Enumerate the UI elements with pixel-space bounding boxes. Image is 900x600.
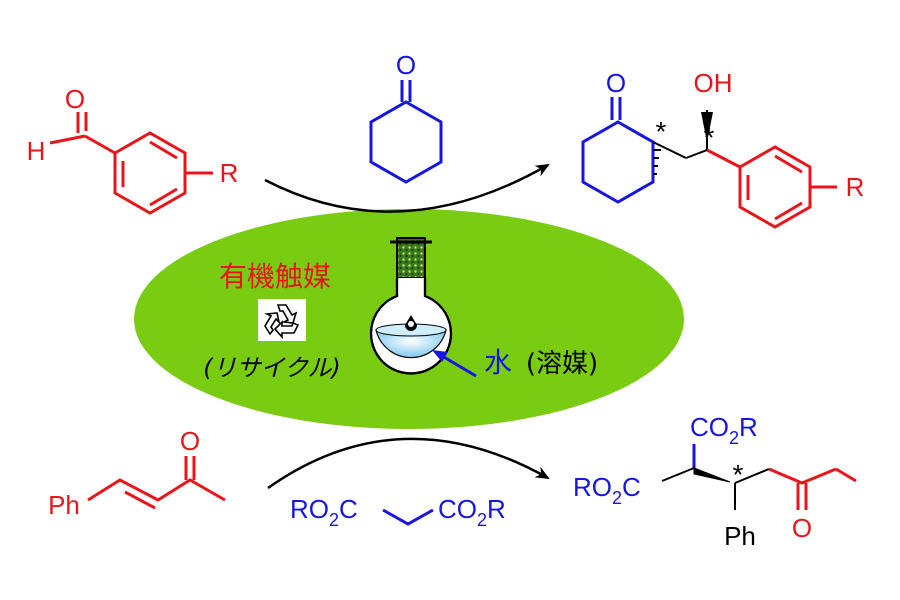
bottom-reaction-arrow xyxy=(267,437,550,490)
product-r: R xyxy=(846,172,865,202)
recycle-label: (リサイクル) xyxy=(203,354,341,382)
solvent-label: 水 xyxy=(484,346,512,379)
product-oh: OH xyxy=(694,68,733,98)
round-bottom-flask-icon xyxy=(369,237,453,375)
enone-o: O xyxy=(180,426,200,456)
solvent-note: (溶媒) xyxy=(526,349,598,379)
product-ketone-o: O xyxy=(606,68,626,98)
cyclohexanone-structure xyxy=(369,80,443,184)
michael-product-ketone-o: O xyxy=(792,513,812,543)
malonate-right-ester: CO2R xyxy=(438,494,506,530)
benzaldehyde-structure xyxy=(49,112,213,215)
aldehyde-r: R xyxy=(220,158,239,188)
product-left-ester: RO2C xyxy=(573,472,641,508)
catalyst-label: 有機触媒 xyxy=(219,260,331,293)
stereocenter-mark-1: * xyxy=(656,116,667,147)
michael-stereocenter-mark: * xyxy=(733,459,744,490)
michael-product-ph: Ph xyxy=(724,521,756,551)
michael-product-structure xyxy=(661,444,857,510)
aldehyde-h: H xyxy=(27,136,46,166)
recycle-icon xyxy=(258,299,306,341)
top-reaction-arrow xyxy=(264,163,550,213)
enone-structure xyxy=(87,456,226,510)
product-top-ester: CO2R xyxy=(690,412,758,448)
stereocenter-mark-2: * xyxy=(704,122,715,153)
malonate-structure xyxy=(382,508,434,526)
aldol-product-structure xyxy=(581,97,837,229)
aldehyde-o: O xyxy=(65,84,85,114)
cyclohexanone-o: O xyxy=(396,50,416,80)
malonate-left-ester: RO2C xyxy=(290,494,358,530)
enone-ph: Ph xyxy=(48,490,80,520)
